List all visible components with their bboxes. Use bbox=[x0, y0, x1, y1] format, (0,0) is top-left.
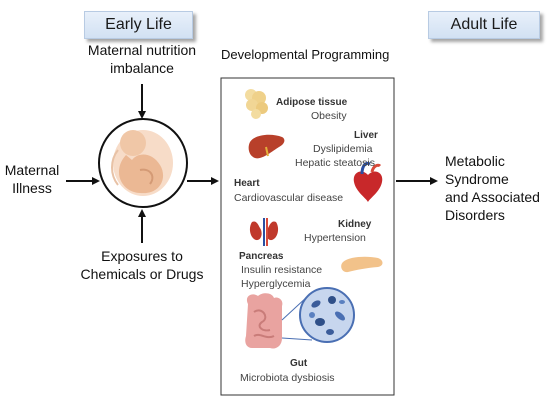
intestine-icon bbox=[245, 293, 283, 349]
maternal-illness-line2: Illness bbox=[12, 180, 52, 196]
outcome-label: Metabolic Syndrome and Associated Disord… bbox=[445, 152, 545, 224]
liver-effect-1: Dyslipidemia bbox=[313, 143, 373, 155]
exposures-label: Exposures to Chemicals or Drugs bbox=[72, 247, 212, 283]
maternal-nutrition-label: Maternal nutrition imbalance bbox=[72, 41, 212, 77]
kidney-effect: Hypertension bbox=[304, 232, 366, 244]
maternal-nutrition-line2: imbalance bbox=[110, 60, 174, 76]
pancreas-effect-1: Insulin resistance bbox=[241, 264, 323, 276]
liver-effect-2: Hepatic steatosis bbox=[295, 157, 375, 169]
maternal-illness-line1: Maternal bbox=[4, 162, 60, 178]
maternal-illness-label: Maternal Illness bbox=[0, 161, 64, 197]
exposures-line1: Exposures to bbox=[101, 248, 183, 264]
pancreas-effect-2: Hyperglycemia bbox=[241, 278, 311, 290]
gut-name: Gut bbox=[290, 358, 308, 369]
outcome-line2: Syndrome bbox=[445, 171, 509, 187]
programming-box bbox=[220, 77, 395, 396]
maternal-nutrition-line1: Maternal nutrition bbox=[87, 42, 197, 58]
pancreas-icon bbox=[341, 256, 383, 273]
heart-name: Heart bbox=[234, 178, 260, 189]
pancreas-name: Pancreas bbox=[239, 251, 284, 262]
fetus-icon bbox=[98, 118, 188, 208]
liver-icon bbox=[248, 134, 285, 159]
adipose-name: Adipose tissue bbox=[276, 97, 348, 108]
adipose-effect: Obesity bbox=[311, 110, 347, 122]
kidney-name: Kidney bbox=[338, 219, 372, 230]
outcome-line3: and Associated bbox=[445, 189, 540, 205]
adult-life-label: Adult Life bbox=[428, 11, 540, 39]
early-life-label: Early Life bbox=[84, 11, 193, 39]
liver-name: Liver bbox=[354, 130, 378, 141]
heart-effect: Cardiovascular disease bbox=[234, 192, 344, 204]
exposures-line2: Chemicals or Drugs bbox=[80, 266, 204, 282]
heart-icon bbox=[353, 161, 383, 202]
adipose-icon bbox=[245, 89, 268, 119]
microbiota-icon bbox=[299, 287, 355, 343]
outcome-line4: Disorders bbox=[445, 207, 505, 223]
programming-title: Developmental Programming bbox=[221, 47, 390, 62]
kidney-icon bbox=[249, 218, 279, 246]
gut-effect: Microbiota dysbiosis bbox=[240, 372, 335, 384]
outcome-line1: Metabolic bbox=[445, 153, 505, 169]
